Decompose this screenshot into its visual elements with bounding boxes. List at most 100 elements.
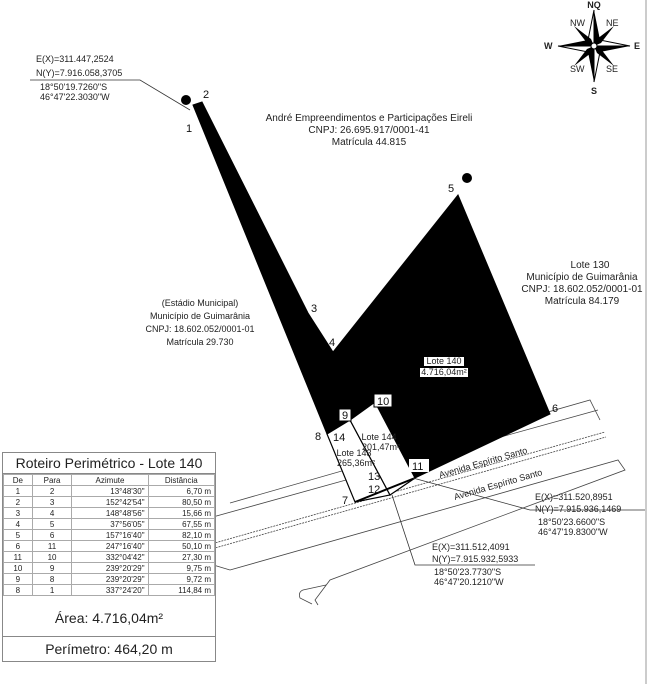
table-title: Roteiro Perimétrico - Lote 140 — [3, 453, 215, 474]
east-neighbor-lote: Lote 130 — [571, 260, 610, 271]
vertex-labels: 1 2 3 4 5 6 7 8 9 10 11 12 13 14 — [186, 89, 558, 507]
table-cell: 5 — [31, 518, 73, 530]
vertex-2: 2 — [203, 89, 209, 101]
benchmark-icon — [462, 173, 472, 183]
vertex-9: 9 — [342, 410, 348, 422]
table-cell: 15,66 m — [147, 507, 216, 519]
table-cell: 247°16'40" — [71, 540, 149, 552]
lot-area-box — [420, 368, 468, 377]
benchmark-icon — [181, 95, 191, 105]
p11-easting: E(X)=311.520,8951 — [535, 492, 613, 502]
table-cell: 114,84 m — [147, 584, 216, 596]
table-cell: 80,50 m — [147, 496, 216, 508]
compass-se: SE — [606, 64, 618, 74]
leader-lines — [30, 79, 645, 566]
compass-s: S — [591, 86, 597, 96]
table-cell: 239°20'29" — [71, 573, 149, 585]
table-cell: 37°56'05" — [71, 518, 149, 530]
east-neighbor-matricula: Matrícula 84.179 — [545, 296, 620, 307]
table-cell: 148°48'56" — [71, 507, 149, 519]
table-header-cell: Azimute — [71, 474, 149, 486]
p12-northing: N(Y)=7.915.932,5933 — [432, 554, 518, 564]
vertex-13: 13 — [368, 471, 380, 483]
table-header-cell: Distância — [147, 474, 216, 486]
p11-longitude: 46°47'19.8300"W — [538, 527, 608, 537]
compass-rose-icon: NQ S E W NE NW SE SW — [544, 0, 640, 96]
table-cell: 10 — [3, 562, 33, 574]
vertex-9-box — [338, 408, 352, 422]
area-total: Área: 4.716,04m² — [3, 596, 215, 637]
compass-e: E — [634, 41, 640, 51]
lot-143-label: Lote 143 — [336, 448, 371, 458]
vertex-10: 10 — [377, 396, 389, 408]
p1-northing: N(Y)=7.916.058,3705 — [36, 68, 122, 78]
p12-latitude: 18°50'23.7730"S — [434, 567, 501, 577]
p1-easting: E(X)=311.447,2524 — [36, 54, 114, 64]
table-cell: 152°42'54" — [71, 496, 149, 508]
compass-sw: SW — [570, 64, 585, 74]
table-cell: 6 — [3, 540, 33, 552]
table-cell: 1 — [31, 584, 73, 596]
table-cell: 8 — [31, 573, 73, 585]
p11-northing: N(Y)=7.915.936,1469 — [535, 504, 621, 514]
table-cell: 10 — [31, 551, 73, 563]
table-cell: 6,70 m — [147, 485, 216, 497]
vertex-4: 4 — [329, 337, 335, 349]
table-cell: 337°24'20" — [71, 584, 149, 596]
front-line — [354, 477, 416, 503]
compass-ne: NE — [606, 18, 619, 28]
p1-longitude: 46°47'22.3030"W — [40, 92, 110, 102]
east-neighbor-cnpj: CNPJ: 18.602.052/0001-01 — [521, 284, 643, 295]
west-neighbor-line2: Município de Guimarânia — [150, 311, 250, 321]
table-cell: 9,72 m — [147, 573, 216, 585]
vertex-3: 3 — [311, 303, 317, 315]
north-neighbor-cnpj: CNPJ: 26.695.917/0001-41 — [308, 125, 430, 136]
table-cell: 13°48'30" — [71, 485, 149, 497]
table-cell: 239°20'29" — [71, 562, 149, 574]
compass-nw: NW — [570, 18, 585, 28]
vertex-1: 1 — [186, 123, 192, 135]
compass-n: NQ — [587, 0, 601, 10]
table-cell: 27,30 m — [147, 551, 216, 563]
lot-143-area: 265,36m² — [337, 458, 375, 468]
table-cell: 3 — [3, 507, 33, 519]
vertex-5: 5 — [448, 183, 454, 195]
vertex-11: 11 — [412, 461, 423, 473]
table-cell: 1 — [3, 485, 33, 497]
table-cell: 9,75 m — [147, 562, 216, 574]
table-cell: 6 — [31, 529, 73, 541]
east-neighbor-name: Município de Guimarânia — [526, 272, 638, 283]
table-header-cell: De — [3, 474, 33, 486]
lot-label-box — [424, 357, 464, 366]
perimeter-total: Perímetro: 464,20 m — [45, 641, 173, 657]
table-cell: 50,10 m — [147, 540, 216, 552]
table-cell: 11 — [31, 540, 73, 552]
west-neighbor-matricula: Matrícula 29.730 — [166, 337, 233, 347]
table-cell: 9 — [3, 573, 33, 585]
vertex-8: 8 — [315, 431, 321, 443]
table-cell: 2 — [3, 496, 33, 508]
table-cell: 82,10 m — [147, 529, 216, 541]
vertex-12: 12 — [368, 484, 380, 496]
table-cell: 8 — [3, 584, 33, 596]
vertex-10-box — [373, 393, 393, 408]
west-neighbor-cnpj: CNPJ: 18.602.052/0001-01 — [145, 324, 254, 334]
vertex-11-box — [409, 459, 429, 472]
north-neighbor-matricula: Matrícula 44.815 — [332, 137, 407, 148]
north-neighbor-name: André Empreendimentos e Participações Ei… — [266, 113, 473, 124]
p12-longitude: 46°47'20.1210"W — [434, 577, 504, 587]
table-cell: 3 — [31, 496, 73, 508]
vertex-6: 6 — [552, 403, 558, 415]
p12-easting: E(X)=311.512,4091 — [432, 542, 510, 552]
table-cell: 5 — [3, 529, 33, 541]
lot-140-label: Lote 140 — [426, 356, 461, 366]
